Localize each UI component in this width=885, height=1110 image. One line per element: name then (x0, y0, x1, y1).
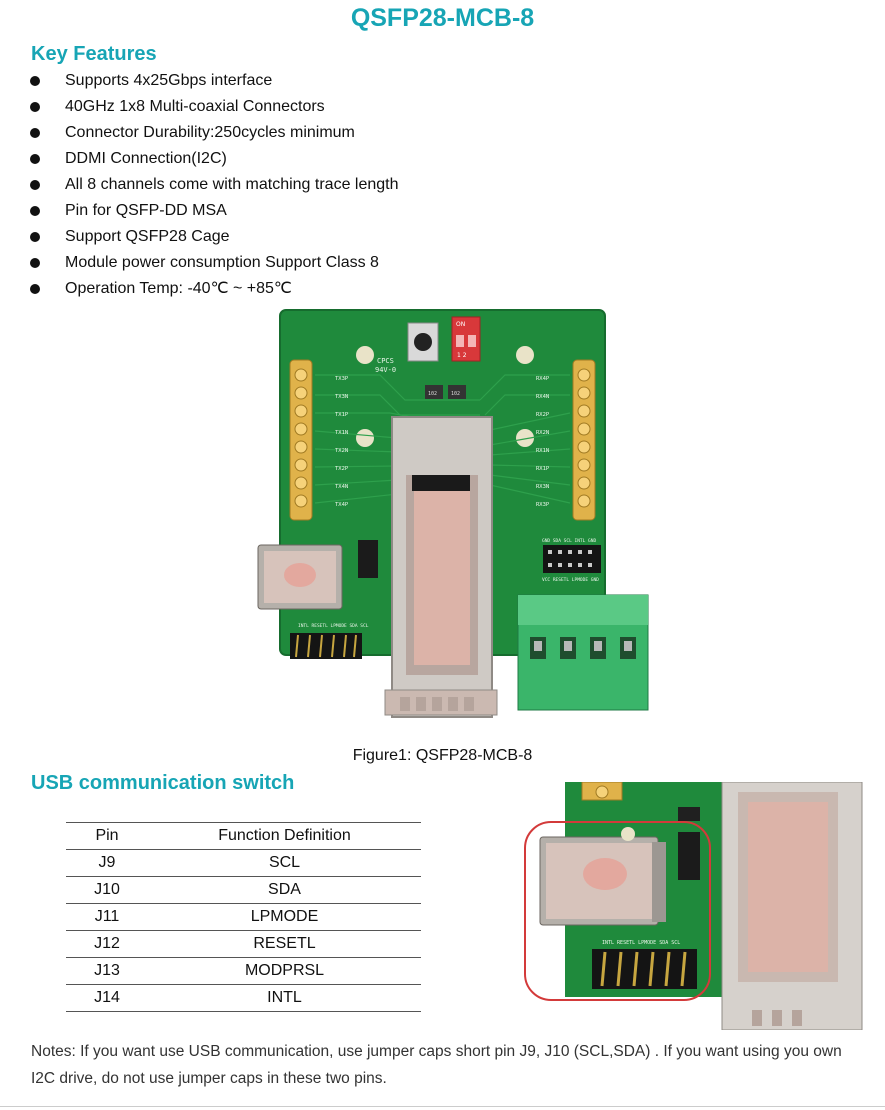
pin-cell: J13 (66, 957, 148, 985)
rx-label: RX1P (536, 466, 550, 472)
figure-caption: Figure1: QSFP28-MCB-8 (352, 747, 533, 764)
tx-label: TX4P (335, 502, 349, 508)
chip-label: 102 (428, 391, 437, 397)
bullet-icon (30, 128, 40, 138)
feature-item: Support QSFP28 Cage (30, 226, 399, 252)
j6-pin-label: INTL RESETL LPMODE SDA SCL (298, 623, 369, 629)
function-cell: MODPRSL (148, 957, 421, 985)
bullet-icon (30, 258, 40, 268)
tx-label: TX1N (335, 430, 348, 436)
function-cell: SCL (148, 849, 421, 877)
dip-numbers: 1 2 (457, 352, 467, 359)
chip-label: 102 (451, 391, 460, 397)
bullet-icon (30, 180, 40, 190)
dip-on-label: ON (456, 321, 465, 328)
chip (448, 385, 466, 399)
table-row: J10 SDA (66, 876, 421, 904)
table-row: J12 RESETL (66, 930, 421, 958)
v0-label: 94V-0 (375, 366, 396, 374)
table-row: J13 MODPRSL (66, 957, 421, 985)
function-cell: LPMODE (148, 903, 421, 931)
rx-label: RX1N (536, 448, 549, 454)
mounting-hole (356, 429, 374, 447)
rx-label: RX3N (536, 484, 549, 490)
pin-cell: J11 (66, 903, 148, 931)
tx-label: TX2N (335, 448, 348, 454)
chip (425, 385, 443, 399)
function-cell: INTL (148, 984, 421, 1012)
rx-label: RX2N (536, 430, 549, 436)
table-header-row: Pin Function Definition (66, 822, 421, 850)
usb-closeup-photo: INTL RESETL LPMODE SDA SCL (524, 782, 865, 1030)
ic-chip (678, 832, 700, 880)
mounting-hole (516, 429, 534, 447)
rx-label: RX3P (536, 502, 550, 508)
ic-chip (358, 540, 378, 578)
rx-label: RX4N (536, 394, 549, 400)
key-features-heading: Key Features (31, 43, 157, 65)
table-row: J11 LPMODE (66, 903, 421, 931)
feature-item: DDMI Connection(I2C) (30, 148, 399, 174)
highlight-circle (524, 821, 711, 1001)
pin-cell: J12 (66, 930, 148, 958)
bullet-icon (30, 102, 40, 112)
function-cell: RESETL (148, 930, 421, 958)
table-row: J14 INTL (66, 984, 421, 1012)
feature-item: Pin for QSFP-DD MSA (30, 200, 399, 226)
bullet-icon (30, 154, 40, 164)
rx-label: RX4P (536, 376, 550, 382)
mounting-hole (356, 346, 374, 364)
pin-header-j6 (290, 633, 362, 659)
bullet-icon (30, 232, 40, 242)
tx-label: TX3P (335, 376, 349, 382)
function-cell: SDA (148, 876, 421, 904)
j7-top-label: GND SDA SCL INTL GND (542, 538, 596, 544)
bottom-divider (0, 1106, 885, 1107)
feature-item: Module power consumption Support Class 8 (30, 252, 399, 278)
pin-cell: J9 (66, 849, 148, 877)
feature-item: All 8 channels come with matching trace … (30, 174, 399, 200)
rx-label: RX2P (536, 412, 550, 418)
tx-label: TX1P (335, 412, 349, 418)
j7-bottom-label: VCC RESETL LPMODE GND (542, 577, 599, 583)
pin-cell: J14 (66, 984, 148, 1012)
j6-pin-label: INTL RESETL LPMODE SDA SCL (602, 940, 680, 946)
pin-function-table: Pin Function Definition J9 SCL J10 SDA J… (66, 822, 421, 1012)
cpcs-label: CPCS (377, 357, 394, 365)
tx-label: TX3N (335, 394, 348, 400)
feature-item: Supports 4x25Gbps interface (30, 70, 399, 96)
board-photo: TX3P TX3N TX1P TX1N TX2N TX2P TX4N TX4P … (257, 309, 649, 718)
bullet-icon (30, 206, 40, 216)
usb-switch-heading: USB communication switch (31, 772, 295, 794)
bullet-icon (30, 76, 40, 86)
notes-paragraph: Notes: If you want use USB communication… (31, 1043, 842, 1087)
pin-cell: J10 (66, 876, 148, 904)
page-title: QSFP28-MCB-8 (350, 4, 535, 32)
column-header-pin: Pin (66, 822, 148, 850)
pin-header-j7 (543, 545, 601, 573)
feature-item: 40GHz 1x8 Multi-coaxial Connectors (30, 96, 399, 122)
tx-label: TX4N (335, 484, 348, 490)
bullet-icon (30, 284, 40, 294)
feature-item: Operation Temp: -40℃ ~ +85℃ (30, 278, 399, 304)
feature-item: Connector Durability:250cycles minimum (30, 122, 399, 148)
column-header-function: Function Definition (148, 822, 421, 850)
tx-label: TX2P (335, 466, 349, 472)
key-features-list: Supports 4x25Gbps interface 40GHz 1x8 Mu… (30, 70, 399, 304)
pin-header-j6 (592, 949, 697, 989)
mounting-hole (516, 346, 534, 364)
table-row: J9 SCL (66, 849, 421, 877)
